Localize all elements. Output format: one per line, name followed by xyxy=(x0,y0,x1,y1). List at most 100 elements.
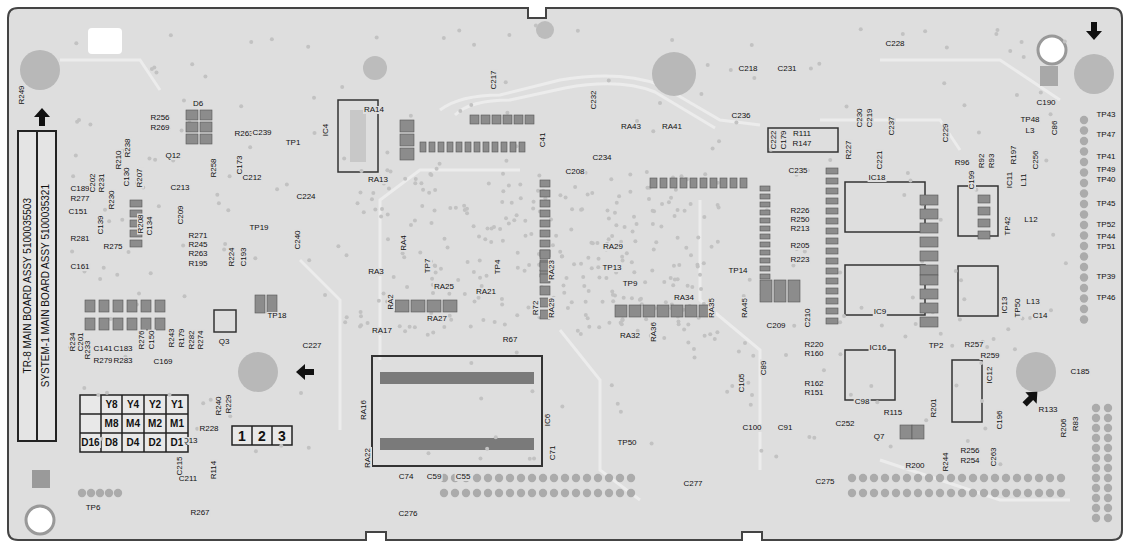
assembly-label-box: TR-8 MAIN BOARD ASSY 5100035503SYSTEM-1 … xyxy=(17,130,57,442)
via xyxy=(630,260,634,264)
via xyxy=(620,322,624,326)
smd-pad xyxy=(760,274,770,279)
via xyxy=(923,29,927,33)
component-label: R243 xyxy=(168,327,176,348)
via xyxy=(449,318,453,322)
smd-pad xyxy=(443,300,457,312)
via xyxy=(456,278,460,282)
header-pad xyxy=(969,474,977,482)
via xyxy=(607,78,611,82)
component-label: C237 xyxy=(888,115,896,136)
via xyxy=(1063,39,1067,43)
component-label: C218 xyxy=(737,65,758,73)
board-outline xyxy=(8,8,1122,540)
via xyxy=(531,207,535,211)
smd-pad xyxy=(760,242,770,247)
via xyxy=(689,202,693,206)
component-label: R205 xyxy=(789,242,810,250)
via xyxy=(702,215,706,219)
via xyxy=(658,101,662,105)
via xyxy=(628,172,632,176)
via xyxy=(807,435,811,439)
smd-pad xyxy=(127,300,137,312)
via xyxy=(980,399,984,403)
component-label: C221 xyxy=(876,149,884,170)
component-label: TP51 xyxy=(1095,243,1116,251)
via xyxy=(838,270,842,274)
via xyxy=(617,194,621,198)
via xyxy=(686,322,690,326)
component-label: C100 xyxy=(741,424,762,432)
component-label: C222 xyxy=(770,129,778,150)
header-pad xyxy=(1080,126,1088,134)
via xyxy=(875,400,879,404)
via xyxy=(725,390,729,394)
direction-arrows xyxy=(34,22,1102,410)
via xyxy=(377,299,381,303)
via xyxy=(750,43,754,47)
header-pad xyxy=(870,474,878,482)
via xyxy=(505,111,509,115)
via xyxy=(345,253,349,257)
component-label: R115 xyxy=(883,409,904,417)
via xyxy=(604,276,608,280)
component-label: R238 xyxy=(124,137,132,158)
via xyxy=(239,104,243,108)
header-pad xyxy=(936,489,944,497)
via xyxy=(569,228,573,232)
component-label: C228 xyxy=(884,40,905,48)
via xyxy=(454,206,458,210)
header-pad xyxy=(1080,231,1088,239)
component-label: R92 xyxy=(978,153,986,170)
component-label: C263 xyxy=(990,446,998,467)
component-label: RA16 xyxy=(360,399,368,421)
via xyxy=(458,109,462,113)
smd-pad xyxy=(400,134,414,146)
via xyxy=(510,201,514,205)
pin-table xyxy=(17,130,292,452)
via xyxy=(597,325,601,329)
via xyxy=(70,249,74,253)
header-pad xyxy=(1104,484,1112,492)
via xyxy=(1049,308,1053,312)
via xyxy=(716,240,720,244)
via xyxy=(201,401,205,405)
via xyxy=(689,253,693,257)
component-label: TP14 xyxy=(727,267,748,275)
smd-pad xyxy=(920,317,938,327)
smd-pad xyxy=(920,289,938,299)
component-label: TP19 xyxy=(248,224,269,232)
smd-pad xyxy=(760,234,770,239)
via xyxy=(674,188,678,192)
header-pad xyxy=(495,489,503,497)
via xyxy=(554,234,558,238)
smd-pad xyxy=(99,318,109,330)
via xyxy=(532,456,536,460)
via xyxy=(433,188,437,192)
header-pad xyxy=(605,489,613,497)
component-label: L11 xyxy=(1020,173,1028,188)
component-label: C211 xyxy=(178,475,199,483)
via xyxy=(523,269,527,273)
via xyxy=(469,361,473,365)
component-label: IC13 xyxy=(1001,296,1009,315)
header-pad xyxy=(848,474,856,482)
header-pad xyxy=(1104,454,1112,462)
header-pad xyxy=(1092,454,1100,462)
header-pad xyxy=(1080,263,1088,271)
ic-outlines xyxy=(214,100,998,466)
header-pad xyxy=(1092,484,1100,492)
via xyxy=(526,305,530,309)
via xyxy=(803,249,807,253)
via xyxy=(1044,158,1048,162)
via xyxy=(433,264,437,268)
component-label: R258 xyxy=(210,157,218,178)
component-label: RA35 xyxy=(708,297,716,319)
component-label: TP18 xyxy=(266,312,287,320)
header-pad xyxy=(1104,514,1112,522)
component-label: RA2 xyxy=(387,293,395,311)
via xyxy=(430,277,434,281)
via xyxy=(1015,93,1019,97)
component-label: R257 xyxy=(963,341,984,349)
component-label: R207 xyxy=(136,167,144,188)
